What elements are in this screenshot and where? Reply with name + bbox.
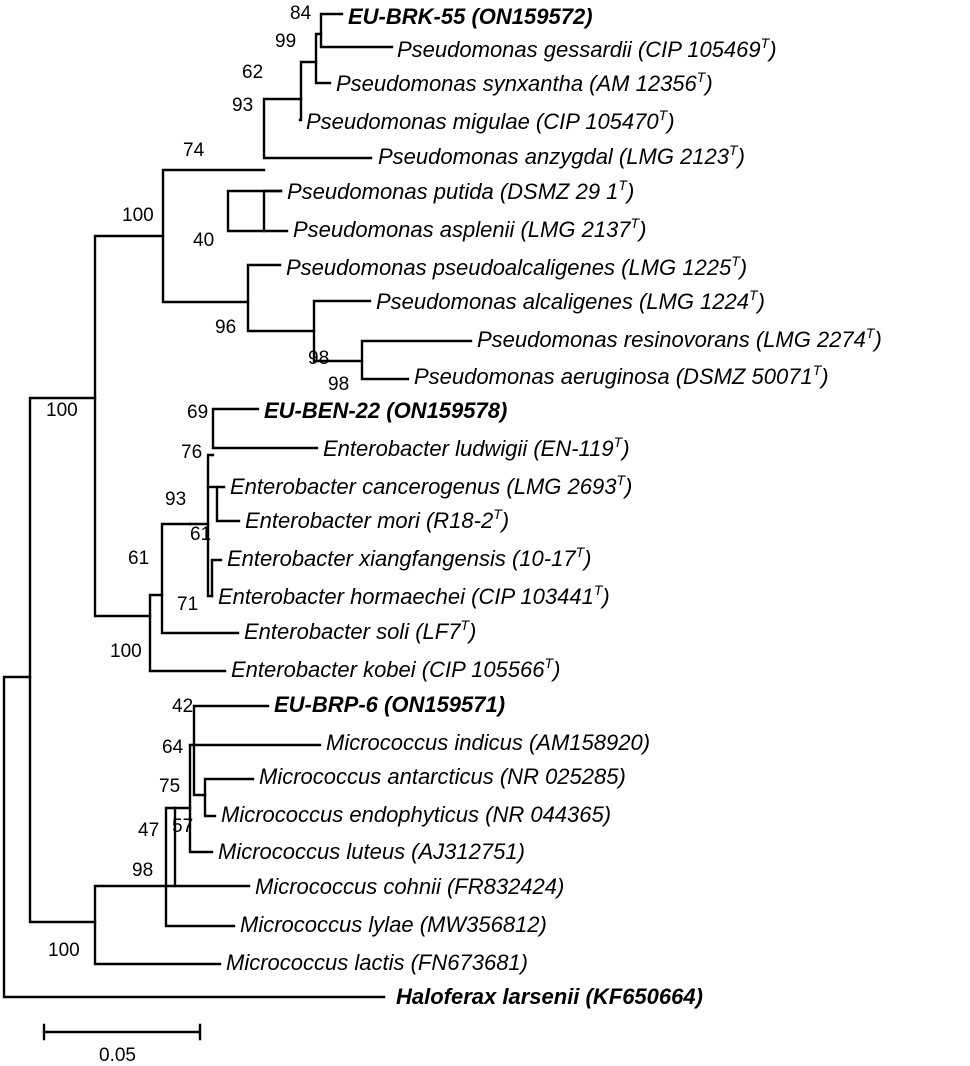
tree-branch <box>226 189 289 233</box>
tree-branch <box>93 884 222 966</box>
bootstrap-value: 47 <box>138 820 159 841</box>
bootstrap-value: 40 <box>193 230 214 251</box>
leaf-label-pseudomonas-putida: Pseudomonas putida (DSMZ 29 1T) <box>287 177 634 204</box>
tree-branch <box>173 806 251 888</box>
bootstrap-value: 98 <box>132 860 153 881</box>
leaf-label-enterobacter-mori: Enterobacter mori (R18-2T) <box>245 506 509 533</box>
bootstrap-value: 57 <box>172 816 193 837</box>
leaf-label-haloferax-larsenii: Haloferax larsenii (KF650664) <box>396 984 703 1009</box>
scale-bar-line <box>42 1023 202 1041</box>
bootstrap-value: 100 <box>48 940 80 961</box>
tree-branch <box>360 339 473 381</box>
tree-branch <box>314 32 332 85</box>
tree-branch <box>164 806 236 928</box>
bootstrap-value: 99 <box>275 31 296 52</box>
leaf-label-micrococcus-lactis: Micrococcus lactis (FN673681) <box>226 950 528 975</box>
leaf-label-pseudomonas-resinovorans: Pseudomonas resinovorans (LMG 2274T) <box>477 325 882 352</box>
leaf-label-enterobacter-soli: Enterobacter soli (LF7T) <box>244 617 476 644</box>
leaf-label-micrococcus-indicus: Micrococcus indicus (AM158920) <box>326 730 650 755</box>
tree-branches <box>2 12 473 999</box>
bootstrap-value: 75 <box>159 776 180 797</box>
tree-branch <box>160 522 240 635</box>
bootstrap-value: 61 <box>128 548 149 569</box>
leaf-label-enterobacter-ludwigii: Enterobacter ludwigii (EN-119T) <box>323 434 630 461</box>
tree-branch <box>262 97 373 160</box>
leaf-label-pseudomonas-anzygdal: Pseudomonas anzygdal (LMG 2123T) <box>378 142 745 169</box>
bootstrap-value: 98 <box>328 374 349 395</box>
tree-branch <box>298 60 318 122</box>
leaf-label-pseudomonas-pseudoalcaligenes: Pseudomonas pseudoalcaligenes (LMG 1225T… <box>286 253 747 280</box>
leaf-label-pseudomonas-synxantha: Pseudomonas synxantha (AM 12356T) <box>336 69 713 96</box>
bootstrap-value: 98 <box>308 348 329 369</box>
bootstrap-value: 100 <box>110 641 142 662</box>
tree-branch <box>148 593 227 673</box>
tree-branch <box>93 234 165 618</box>
tree-branch <box>312 299 372 363</box>
tree-branch <box>211 407 319 450</box>
scale-bar: 0.05 <box>42 1023 202 1066</box>
tree-branch <box>246 263 316 333</box>
bootstrap-value: 93 <box>165 489 186 510</box>
tree-branch <box>192 743 207 797</box>
leaf-label-enterobacter-kobei: Enterobacter kobei (CIP 105566T) <box>231 655 560 682</box>
leaf-label-pseudomonas-gessardii: Pseudomonas gessardii (CIP 105469T) <box>397 35 777 62</box>
bootstrap-value: 61 <box>190 524 211 545</box>
bootstrap-values: 84 99 62 93 74 40 100 96 98 98 100 69 76… <box>46 3 349 961</box>
bootstrap-value: 96 <box>215 317 236 338</box>
leaf-label-enterobacter-hormaechei: Enterobacter hormaechei (CIP 103441T) <box>218 582 610 609</box>
bootstrap-value: 100 <box>46 400 78 421</box>
leaf-label-pseudomonas-aeruginosa: Pseudomonas aeruginosa (DSMZ 50071T) <box>414 362 829 389</box>
tree-branch <box>2 675 386 999</box>
leaf-label-micrococcus-luteus: Micrococcus luteus (AJ312751) <box>218 839 525 864</box>
tree-branch <box>262 189 283 233</box>
leaf-labels: EU-BRK-55 (ON159572) Pseudomonas gessard… <box>218 4 882 1009</box>
bootstrap-value: 74 <box>183 140 205 161</box>
tree-branch <box>192 704 322 747</box>
leaf-label-micrococcus-cohnii: Micrococcus cohnii (FR832424) <box>255 874 564 899</box>
leaf-label-enterobacter-cancerogenus: Enterobacter cancerogenus (LMG 2693T) <box>230 472 632 499</box>
tree-branch <box>161 168 266 304</box>
leaf-label-pseudomonas-alcaligenes: Pseudomonas alcaligenes (LMG 1224T) <box>376 287 765 314</box>
bootstrap-value: 93 <box>232 95 253 116</box>
leaf-label-eu-brk-55: EU-BRK-55 (ON159572) <box>348 4 593 29</box>
bootstrap-value: 42 <box>172 696 193 717</box>
bootstrap-value: 69 <box>187 402 208 423</box>
tree-branch <box>203 777 255 818</box>
leaf-label-micrococcus-lylae: Micrococcus lylae (MW356812) <box>240 912 547 937</box>
bootstrap-value: 71 <box>177 594 198 615</box>
leaf-label-pseudomonas-asplenii: Pseudomonas asplenii (LMG 2137T) <box>293 215 646 242</box>
leaf-label-eu-ben-22: EU-BEN-22 (ON159578) <box>264 398 507 423</box>
bootstrap-value: 100 <box>122 205 154 226</box>
leaf-label-eu-brp-6: EU-BRP-6 (ON159571) <box>274 692 505 717</box>
tree-branch <box>28 396 97 924</box>
leaf-label-pseudomonas-migulae: Pseudomonas migulae (CIP 105470T) <box>306 107 675 134</box>
leaf-label-micrococcus-antarcticus: Micrococcus antarcticus (NR 025285) <box>259 764 626 789</box>
leaf-label-micrococcus-endophyticus: Micrococcus endophyticus (NR 044365) <box>221 802 611 827</box>
bootstrap-value: 62 <box>242 62 263 83</box>
bootstrap-value: 84 <box>290 3 312 24</box>
leaf-label-enterobacter-xiangfangensis: Enterobacter xiangfangensis (10-17T) <box>227 544 591 571</box>
tree-branch <box>210 558 223 598</box>
bootstrap-value: 64 <box>162 737 184 758</box>
tree-branch <box>319 12 394 49</box>
scale-bar-label: 0.05 <box>99 1045 136 1066</box>
bootstrap-value: 76 <box>181 442 202 463</box>
